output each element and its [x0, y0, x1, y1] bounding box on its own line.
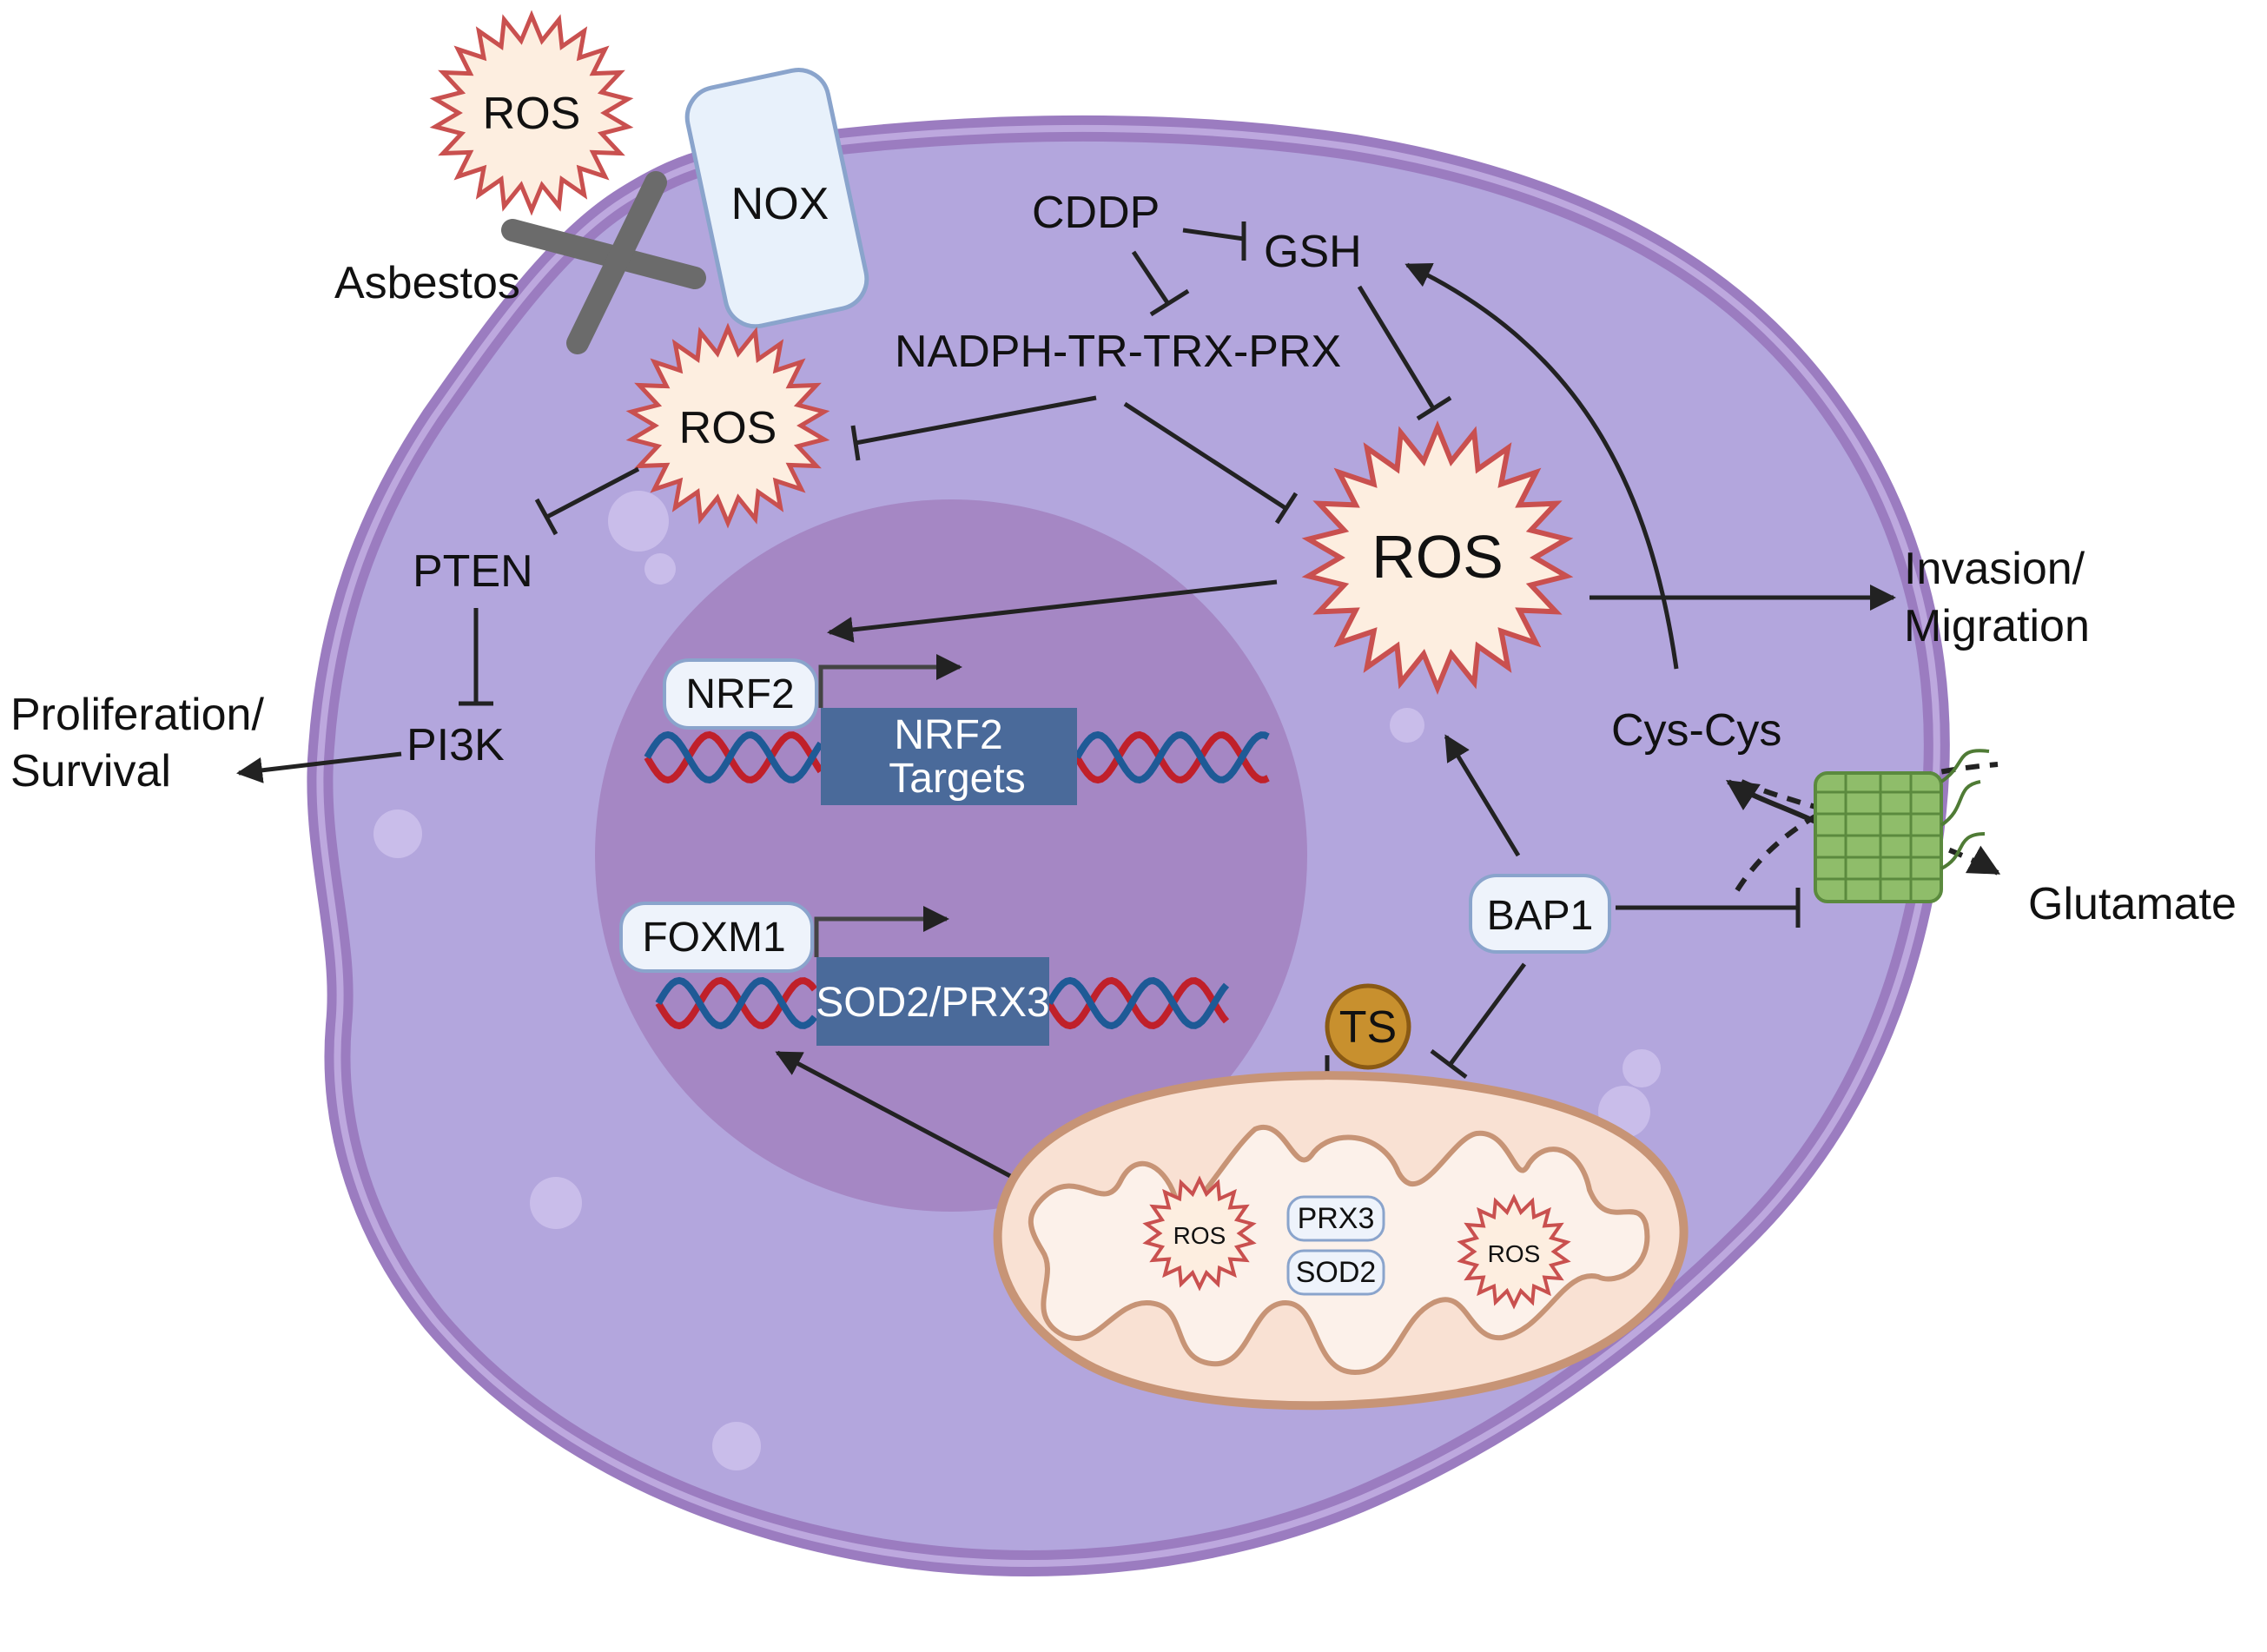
prx3-label: PRX3 [1298, 1202, 1375, 1235]
nrf2-label: NRF2 [685, 671, 794, 717]
nrf2-targets-label-1: NRF2 [894, 712, 1002, 758]
sod2-box [1286, 1249, 1385, 1296]
ros-mito-left-label: ROS [1173, 1222, 1226, 1249]
foxm1-label: FOXM1 [642, 915, 785, 961]
proliferation-label-2: Survival [10, 746, 171, 796]
sod2-prx3-label: SOD2/PRX3 [816, 980, 1049, 1026]
cddp-label: CDDP [1032, 188, 1160, 238]
nrf2-protein-box [663, 658, 818, 730]
foxm1-tss-arrow [814, 906, 949, 957]
bap1-protein-box [1469, 874, 1611, 954]
prx3-box [1286, 1195, 1385, 1242]
ts-label: TS [1339, 1002, 1397, 1053]
ts-circle [1325, 983, 1411, 1070]
ros-outside-label: ROS [483, 89, 581, 139]
transporter-icon [1814, 749, 1990, 903]
dna-strand-lower [655, 976, 1230, 1030]
dna-strand-upper [644, 730, 1270, 784]
sod2-prx3-box [816, 957, 1049, 1046]
nox-protein [684, 68, 869, 329]
ros-outside-star: ROS [429, 10, 634, 216]
ros-cytoplasm-label: ROS [679, 403, 777, 453]
cell-outer-halo [316, 124, 1940, 1567]
gsh-label: GSH [1264, 227, 1362, 277]
bap1-label: BAP1 [1487, 893, 1594, 939]
foxm1-protein-box [619, 902, 814, 973]
glutamate-label: Glutamate [2028, 879, 2237, 929]
pten-label: PTEN [413, 546, 533, 597]
nox-label: NOX [731, 179, 829, 229]
nrf2-targets-label-2: Targets [889, 756, 1025, 802]
nadph-label: NADPH-TR-TRX-PRX [895, 327, 1341, 377]
activation-edges [236, 262, 1896, 1180]
sod2-label: SOD2 [1296, 1256, 1377, 1289]
asbestos-fibers-icon [501, 171, 706, 354]
pi3k-label: PI3K [406, 720, 505, 770]
ros-main-label: ROS [1371, 523, 1504, 591]
proliferation-label-1: Proliferation/ [10, 690, 264, 740]
ros-main-star: ROS [1301, 420, 1574, 695]
nrf2-tss-arrow [818, 654, 962, 708]
mitochondrion: ROS ROS PRX3 SOD2 [993, 1071, 1689, 1411]
ros-cytoplasm-star: ROS [625, 322, 830, 529]
cys-cys-label: Cys-Cys [1611, 705, 1781, 756]
invasion-label-1: Invasion/ [1904, 544, 2085, 594]
invasion-label-2: Migration [1904, 601, 2090, 651]
asbestos-label: Asbestos [334, 258, 520, 308]
nrf2-targets-box [821, 708, 1077, 805]
ros-mito-right-label: ROS [1488, 1240, 1541, 1267]
